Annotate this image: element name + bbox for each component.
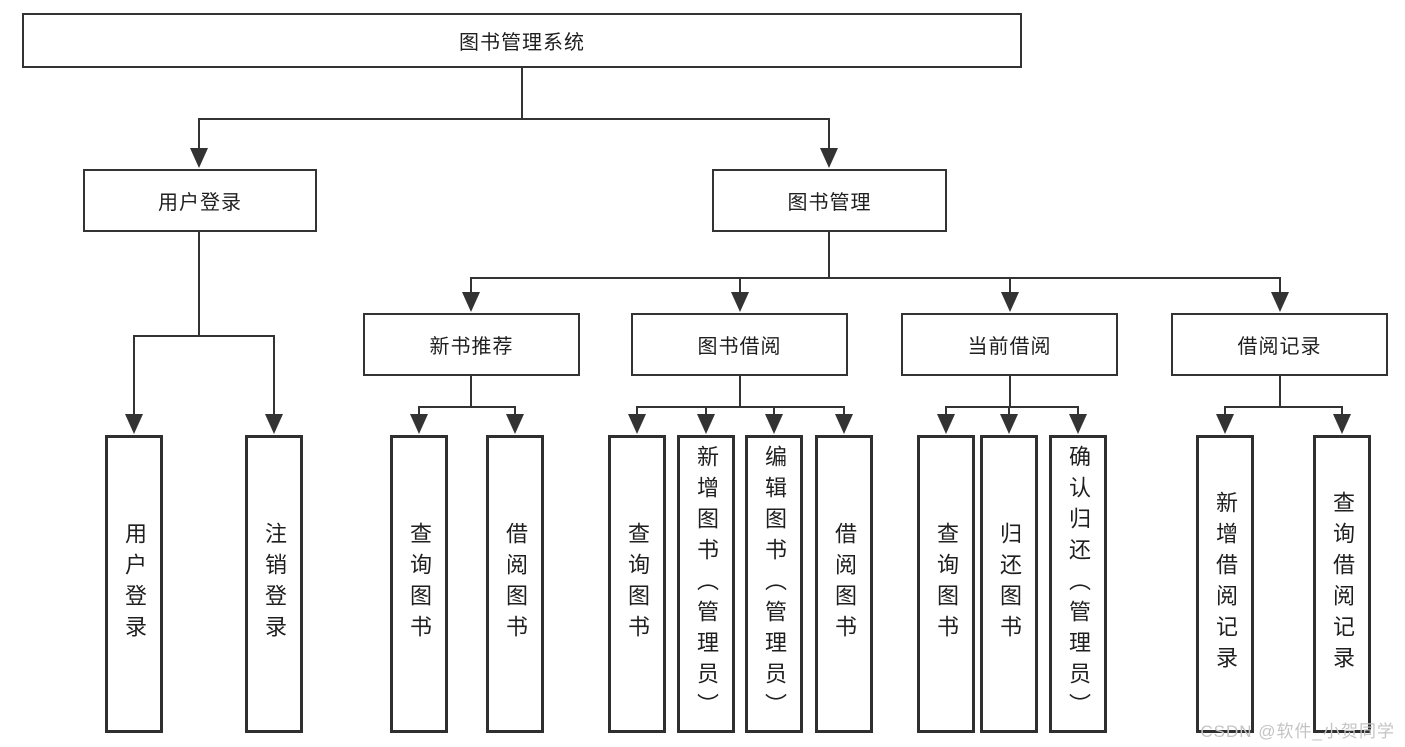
connector-line — [273, 335, 275, 417]
node-book-borrowing: 图书借阅 — [631, 313, 848, 376]
leaf-return-books: 归还图书 — [980, 435, 1038, 733]
leaf-query-borrow-record: 查询借阅记录 — [1313, 435, 1371, 733]
leaf-borrow-books-recommend: 借阅图书 — [486, 435, 544, 733]
leaf-logout: 注销登录 — [245, 435, 303, 733]
arrow-down-icon — [1216, 414, 1234, 434]
connector-line — [828, 232, 830, 278]
leaf-edit-books-admin: 编辑图书（管理员） — [745, 435, 803, 733]
connector-line — [1009, 277, 1011, 294]
node-new-book-recommend: 新书推荐 — [363, 313, 580, 376]
leaf-confirm-return-admin: 确认归还（管理员） — [1049, 435, 1107, 733]
leaf-query-books-borrowing: 查询图书 — [608, 435, 666, 733]
connector-line — [1224, 406, 1226, 416]
connector-line — [1341, 406, 1343, 416]
connector-line — [945, 406, 947, 416]
connector-line — [133, 335, 135, 417]
connector-line — [739, 376, 741, 407]
connector-line — [470, 376, 472, 407]
arrow-down-icon — [190, 148, 208, 168]
node-user-login: 用户登录 — [83, 169, 317, 232]
arrow-down-icon — [835, 414, 853, 434]
node-borrowing-records: 借阅记录 — [1171, 313, 1388, 376]
connector-line — [514, 406, 516, 416]
connector-line — [739, 277, 741, 294]
connector-line — [828, 118, 830, 151]
arrow-down-icon — [410, 414, 428, 434]
connector-line — [636, 406, 845, 408]
arrow-down-icon — [462, 292, 480, 312]
node-book-management: 图书管理 — [712, 169, 947, 232]
arrow-down-icon — [506, 414, 524, 434]
connector-line — [198, 118, 200, 151]
connector-line — [773, 406, 775, 416]
arrow-down-icon — [1000, 414, 1018, 434]
arrow-down-icon — [628, 414, 646, 434]
leaf-query-books-recommend: 查询图书 — [390, 435, 448, 733]
arrow-down-icon — [820, 148, 838, 168]
connector-line — [470, 277, 472, 294]
connector-line — [843, 406, 845, 416]
leaf-add-books-admin: 新增图书（管理员） — [677, 435, 735, 733]
arrow-down-icon — [765, 414, 783, 434]
node-current-borrowing: 当前借阅 — [901, 313, 1118, 376]
connector-line — [470, 277, 1281, 279]
arrow-down-icon — [265, 414, 283, 434]
arrow-down-icon — [1271, 292, 1289, 312]
connector-line — [198, 118, 830, 120]
arrow-down-icon — [697, 414, 715, 434]
connector-line — [1279, 376, 1281, 407]
csdn-watermark: CSDN @软件_小贺同学 — [1200, 722, 1395, 741]
connector-line — [1224, 406, 1343, 408]
connector-line — [418, 406, 516, 408]
connector-line — [945, 406, 1079, 408]
node-library-management-system: 图书管理系统 — [22, 13, 1022, 68]
connector-line — [705, 406, 707, 416]
arrow-down-icon — [731, 292, 749, 312]
connector-line — [198, 232, 200, 336]
connector-line — [521, 68, 523, 119]
connector-line — [1009, 376, 1011, 407]
arrow-down-icon — [937, 414, 955, 434]
arrow-down-icon — [125, 414, 143, 434]
leaf-borrow-books: 借阅图书 — [815, 435, 873, 733]
connector-line — [1008, 406, 1010, 416]
leaf-user-login: 用户登录 — [105, 435, 163, 733]
arrow-down-icon — [1001, 292, 1019, 312]
connector-line — [1279, 277, 1281, 294]
leaf-query-books-current: 查询图书 — [917, 435, 975, 733]
arrow-down-icon — [1069, 414, 1087, 434]
connector-line — [1077, 406, 1079, 416]
connector-line — [133, 335, 275, 337]
connector-line — [418, 406, 420, 416]
leaf-add-borrow-record: 新增借阅记录 — [1196, 435, 1254, 733]
connector-line — [636, 406, 638, 416]
arrow-down-icon — [1333, 414, 1351, 434]
